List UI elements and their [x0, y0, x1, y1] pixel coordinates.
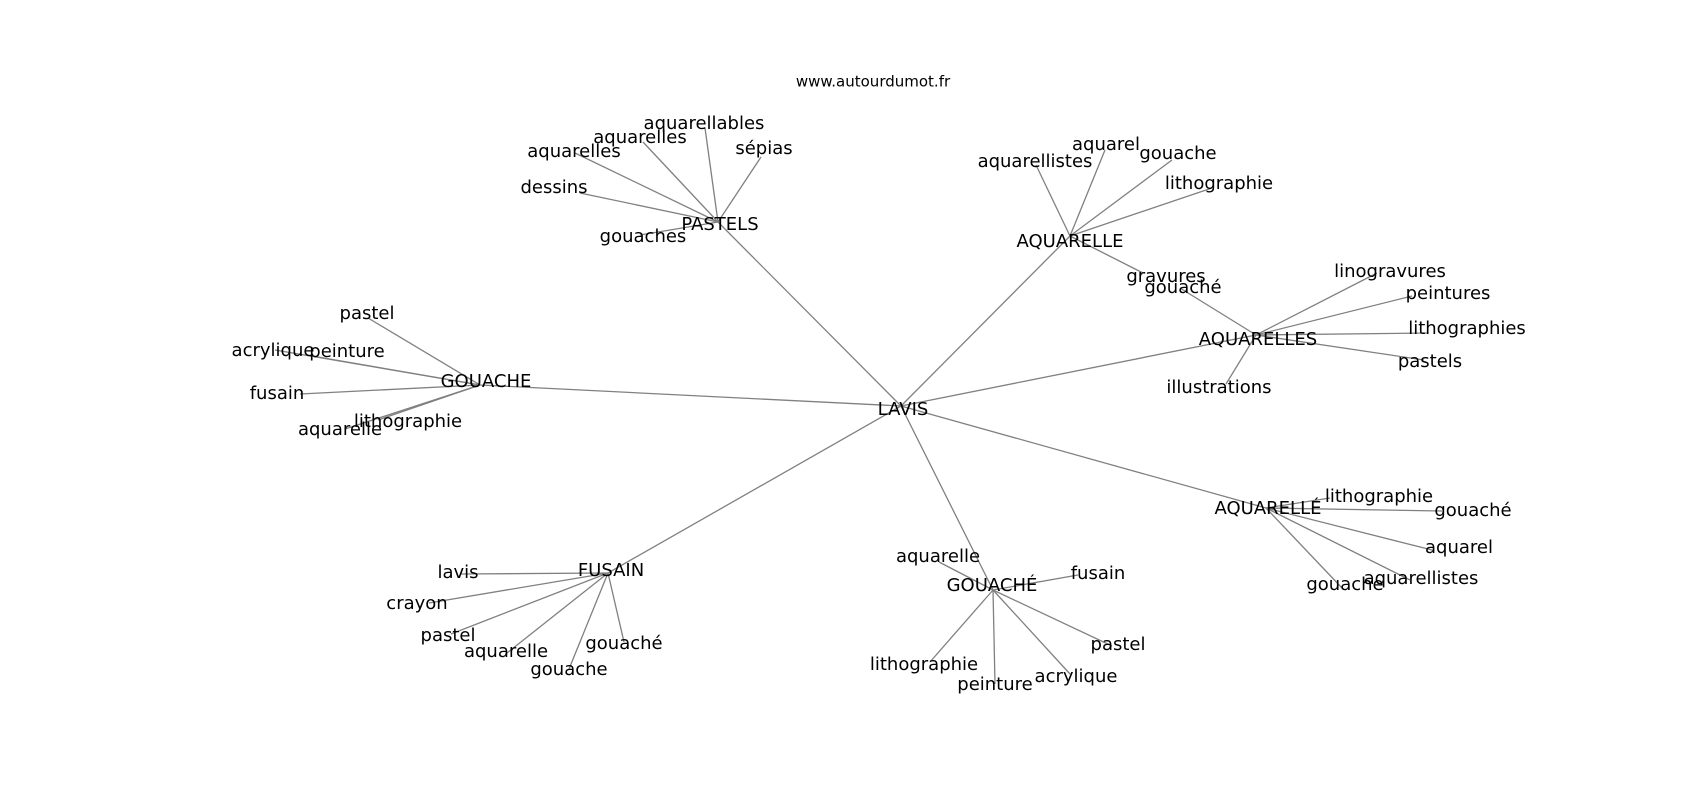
- edge-aquarelles-hub-peintures: [1255, 295, 1413, 336]
- node-hub-gouache-accent-hub[interactable]: GOUACHÉ: [947, 574, 1038, 596]
- watermark: www.autourdumot.fr: [796, 73, 951, 91]
- node-leaf-gouache-accent-hub-pastel[interactable]: pastel: [1091, 634, 1146, 655]
- edge-gouache-accent-hub-fusain: [992, 574, 1079, 591]
- node-leaf-gouache-hub-lithographie[interactable]: lithographie: [354, 411, 462, 432]
- edge-center-gouache-hub: [479, 384, 902, 407]
- node-leaf-pastels-dessins[interactable]: dessins: [520, 177, 587, 198]
- edge-fusain-hub-crayon: [428, 572, 609, 604]
- edge-aquarelle-accent-gouache: [1265, 507, 1343, 589]
- node-leaf-fusain-hub-gouache[interactable]: gouache: [530, 659, 607, 680]
- node-leaf-aquarelle-accent-lithographie[interactable]: lithographie: [1325, 486, 1433, 507]
- edge-aquarelles-hub-linogravures: [1255, 272, 1378, 336]
- node-leaf-aquarelle-accent-aquarel[interactable]: aquarel: [1425, 537, 1493, 558]
- edge-aquarelles-hub-gouache-accent: [1179, 287, 1257, 336]
- edge-gouache-accent-hub-acrylique: [992, 589, 1071, 675]
- node-leaf-aquarelle-lithographie[interactable]: lithographie: [1165, 173, 1273, 194]
- edge-fusain-hub-gouache: [568, 572, 609, 670]
- node-leaf-gouache-accent-hub-fusain[interactable]: fusain: [1071, 563, 1126, 584]
- node-leaf-aquarelle-gravures[interactable]: gravures: [1126, 266, 1205, 287]
- edge-aquarelles-hub-pastels: [1255, 334, 1425, 361]
- node-hub-pastels[interactable]: PASTELS: [681, 214, 758, 235]
- node-leaf-gouache-hub-fusain[interactable]: fusain: [250, 383, 305, 404]
- edge-gouache-accent-hub-peinture: [992, 589, 996, 685]
- node-hub-aquarelle-accent[interactable]: AQUARELLÉ: [1215, 497, 1322, 519]
- node-leaf-pastels-aquarellables[interactable]: aquarellables: [644, 113, 765, 134]
- edge-center-aquarelles-hub: [900, 334, 1257, 407]
- node-leaf-aquarelle-gouache[interactable]: gouache: [1139, 143, 1216, 164]
- edge-aquarelle-gouache: [1069, 159, 1173, 237]
- node-leaf-aquarelles-hub-lithographies[interactable]: lithographies: [1408, 318, 1526, 339]
- edge-center-aquarelle-accent: [900, 405, 1267, 509]
- edge-aquarelles-hub-illustrations: [1225, 334, 1257, 385]
- node-leaf-fusain-hub-lavis[interactable]: lavis: [437, 562, 478, 583]
- edge-aquarelle-accent-lithographie: [1265, 497, 1331, 509]
- node-center-lavis[interactable]: LAVIS: [878, 399, 929, 420]
- edge-center-aquarelle: [900, 235, 1071, 407]
- edge-fusain-hub-pastel: [450, 572, 609, 635]
- node-leaf-aquarelle-aquarellistes[interactable]: aquarellistes: [978, 151, 1093, 172]
- node-leaf-pastels-aquarelles2[interactable]: aquarelles: [527, 141, 620, 162]
- edge-aquarelle-aquarel: [1069, 149, 1106, 237]
- node-leaf-gouache-hub-pastel[interactable]: pastel: [340, 303, 395, 324]
- edge-gouache-accent-hub-pastel: [992, 589, 1113, 647]
- edges-layer: [274, 127, 1443, 685]
- edge-pastels-sepias: [717, 156, 762, 223]
- node-leaf-pastels-gouaches[interactable]: gouaches: [600, 226, 687, 247]
- edge-center-pastels: [717, 221, 902, 407]
- node-leaf-fusain-hub-pastel[interactable]: pastel: [421, 625, 476, 646]
- edge-aquarelle-accent-aquarel: [1265, 507, 1433, 551]
- node-leaf-gouache-hub-peinture[interactable]: peinture: [309, 341, 384, 362]
- edge-aquarelles-hub-lithographies: [1255, 332, 1428, 336]
- edge-aquarelle-lithographie: [1069, 187, 1213, 237]
- edge-gouache-accent-hub-aquarelle: [938, 561, 994, 591]
- edge-aquarelle-accent-gouache-accent: [1265, 507, 1443, 512]
- edge-gouache-hub-fusain: [299, 384, 481, 395]
- edge-pastels-aquarelles2: [574, 152, 719, 223]
- edge-gouache-hub-aquarelle: [344, 384, 481, 430]
- node-leaf-aquarelle-accent-gouache[interactable]: gouache: [1306, 574, 1383, 595]
- node-leaf-aquarelle-accent-gouache-accent[interactable]: gouaché: [1434, 500, 1511, 521]
- node-leaf-aquarelles-hub-illustrations[interactable]: illustrations: [1166, 377, 1271, 398]
- edge-aquarelle-accent-aquarellistes: [1265, 507, 1411, 581]
- node-leaf-aquarelles-hub-peintures[interactable]: peintures: [1406, 283, 1491, 304]
- edge-fusain-hub-aquarelle: [506, 572, 609, 654]
- edge-aquarelle-aquarellistes: [1035, 164, 1071, 237]
- node-leaf-gouache-hub-acrylique[interactable]: acrylique: [232, 340, 315, 361]
- node-hub-aquarelles-hub[interactable]: AQUARELLES: [1199, 329, 1317, 350]
- node-leaf-pastels-sepias[interactable]: sépias: [735, 138, 792, 159]
- node-hub-fusain-hub[interactable]: FUSAIN: [578, 560, 644, 581]
- edge-pastels-aquarellables: [704, 127, 719, 223]
- node-leaf-gouache-hub-aquarelle[interactable]: aquarelle: [298, 419, 382, 440]
- edge-pastels-aquarelles: [642, 141, 719, 223]
- node-hub-gouache-hub[interactable]: GOUACHE: [441, 371, 532, 392]
- node-leaf-gouache-accent-hub-aquarelle[interactable]: aquarelle: [896, 546, 980, 567]
- edge-fusain-hub-lavis: [459, 572, 609, 575]
- node-leaf-gouache-accent-hub-peinture[interactable]: peinture: [957, 674, 1032, 695]
- edge-gouache-hub-peinture: [317, 356, 481, 386]
- node-leaf-fusain-hub-gouache-accent[interactable]: gouaché: [585, 633, 662, 654]
- edge-pastels-gouaches: [639, 221, 719, 236]
- edge-center-fusain-hub: [607, 405, 902, 574]
- edge-fusain-hub-gouache-accent: [607, 572, 625, 643]
- node-leaf-pastels-aquarelles[interactable]: aquarelles: [593, 127, 686, 148]
- node-leaf-fusain-hub-aquarelle[interactable]: aquarelle: [464, 641, 548, 662]
- node-leaf-aquarelle-aquarel[interactable]: aquarel: [1072, 134, 1140, 155]
- node-leaf-aquarelles-hub-gouache-accent[interactable]: gouaché: [1144, 277, 1221, 298]
- node-hub-aquarelle[interactable]: AQUARELLE: [1017, 231, 1124, 252]
- labels-layer: LAVISPASTELSaquarellablesaquarellesaquar…: [232, 113, 1526, 695]
- node-leaf-gouache-accent-hub-lithographie[interactable]: lithographie: [870, 654, 978, 675]
- edge-gouache-hub-pastel: [367, 317, 481, 386]
- node-leaf-gouache-accent-hub-acrylique[interactable]: acrylique: [1035, 666, 1118, 687]
- edge-gouache-accent-hub-lithographie: [929, 589, 994, 663]
- edge-aquarelle-gravures: [1069, 235, 1144, 274]
- edge-center-gouache-accent-hub: [900, 405, 994, 591]
- node-leaf-fusain-hub-crayon[interactable]: crayon: [386, 593, 447, 614]
- node-leaf-aquarelles-hub-linogravures[interactable]: linogravures: [1334, 261, 1446, 282]
- node-leaf-aquarelle-accent-aquarellistes[interactable]: aquarellistes: [1364, 568, 1479, 589]
- node-leaf-aquarelles-hub-pastels[interactable]: pastels: [1398, 351, 1462, 372]
- edge-pastels-dessins: [579, 192, 719, 223]
